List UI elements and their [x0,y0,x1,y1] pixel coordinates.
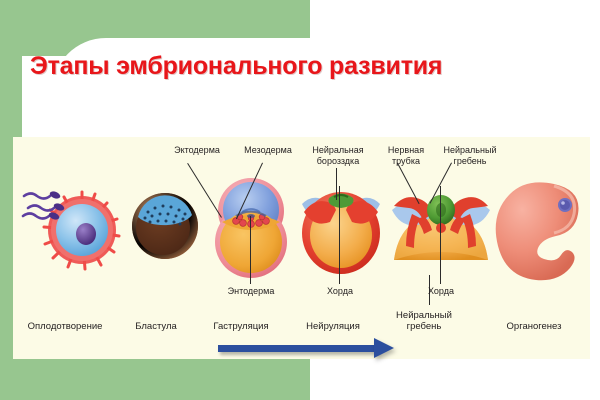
stage-figure-fertilization [21,190,121,271]
stage-figure-blastula [132,193,198,259]
notochord-icon [436,223,446,233]
progression-arrow-head [374,338,394,358]
neural-crest-arms-icon [394,197,488,248]
stage-label-blastula: Бластула [135,321,177,332]
sperm-icon [21,192,56,220]
leader-line-chorda-1 [339,186,340,284]
blastomere-dots-icon [143,204,187,226]
egg-nucleus-icon [76,223,96,245]
stage-label-gastrulyaciya: Гаструляция [213,321,269,332]
label-ektoderma: Эктодерма [174,145,220,155]
blastocoel-icon [138,195,192,226]
label-neuralnyi-greben-top: Нейральный гребень [443,145,497,166]
embryo-body-icon [495,182,579,281]
stage-figure-neurula [302,192,380,274]
stage-label-neuralnyi-greben: Нейральный гребень [396,310,452,332]
mesoderm-cells-icon [232,213,270,228]
stage-label-neirulyaciya: Нейруляция [306,321,360,332]
progression-arrow-shaft [218,345,378,352]
leader-line-chorda-2 [440,186,441,284]
label-chorda-1: Хорда [327,286,353,296]
stage-figure-gastrula [215,178,287,278]
leader-line-entoderm [250,216,251,284]
stage-label-organogenez: Органогенез [506,321,562,332]
stage-figure-neural-crest [392,195,490,260]
label-nervnaya-trubka: Нервная трубка [387,145,425,166]
label-mezoderma: Мезодерма [244,145,292,155]
page-title: Этапы эмбрионального развития [30,52,443,80]
label-chorda-2: Хорда [428,286,454,296]
label-neuralnaya-borozdka: Нейральная борозздка [312,145,364,166]
label-entoderma: Энтодерма [227,286,275,296]
stage-label-oplodotvorenie: Оплодотворение [27,321,103,332]
stage-figure-organogenesis [495,182,579,281]
green-footer-band [0,356,310,400]
white-title-backdrop [160,38,600,146]
leader-line-neural-groove [336,168,337,200]
